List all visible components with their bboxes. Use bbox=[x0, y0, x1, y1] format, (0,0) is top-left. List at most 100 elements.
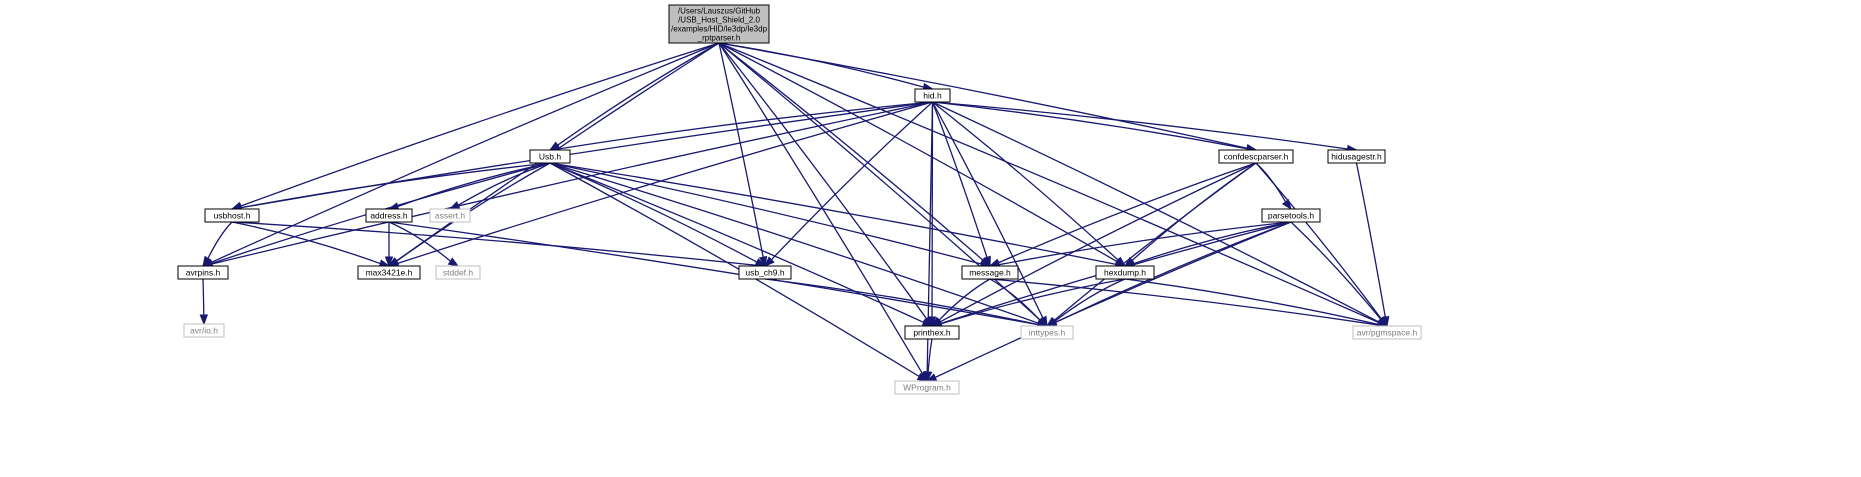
node-label: usbhost.h bbox=[214, 211, 251, 221]
node-label: _rptparser.h bbox=[697, 34, 741, 43]
edge-hid-to-avrpins bbox=[201, 101, 933, 269]
edge-line bbox=[989, 278, 1041, 321]
edge-hid-to-usbhost bbox=[230, 101, 933, 212]
node-confdescparser[interactable]: confdescparser.h bbox=[1218, 149, 1294, 164]
node-usb_ch9[interactable]: usb_ch9.h bbox=[738, 265, 792, 280]
edge-usbhost-to-avrpins bbox=[202, 221, 233, 268]
edge-confdescparser-to-inttypes bbox=[1045, 162, 1257, 327]
edge-root-to-wprogram bbox=[718, 42, 928, 383]
node-box bbox=[904, 325, 960, 340]
node-box bbox=[1020, 325, 1074, 340]
arrowhead-icon bbox=[1281, 198, 1292, 211]
node-hidusagestr[interactable]: hidusagestr.h bbox=[1327, 149, 1386, 164]
node-assert[interactable]: assert.h bbox=[429, 208, 471, 223]
edge-root-to-printhex bbox=[718, 42, 933, 328]
node-label: address.h bbox=[370, 211, 408, 221]
edge-line bbox=[549, 162, 982, 265]
edge-avrpins-to-avrio bbox=[199, 278, 209, 326]
node-hid[interactable]: hid.h bbox=[914, 88, 951, 103]
node-usbhost[interactable]: usbhost.h bbox=[204, 208, 260, 223]
node-label: Usb.h bbox=[539, 152, 561, 162]
edge-line bbox=[457, 162, 551, 206]
node-root[interactable]: /Users/Lauszus/GitHub/USB_Host_Shield_2.… bbox=[668, 4, 770, 44]
edge-hid-to-confdescparser bbox=[932, 101, 1258, 153]
node-label: confdescparser.h bbox=[1224, 152, 1289, 162]
edge-line bbox=[1131, 162, 1257, 261]
edge-root-to-usb_ch9 bbox=[718, 42, 768, 268]
node-max3421e[interactable]: max3421e.h bbox=[357, 265, 421, 280]
node-label: hidusagestr.h bbox=[1331, 152, 1382, 162]
edge-address-to-max3421e bbox=[384, 222, 394, 268]
edge-line bbox=[989, 278, 1379, 326]
edge-confdescparser-to-message bbox=[988, 162, 1257, 267]
node-box bbox=[529, 149, 571, 164]
nodes-layer: /Users/Lauszus/GitHub/USB_Host_Shield_2.… bbox=[177, 4, 1422, 395]
edge-line bbox=[1124, 278, 1379, 326]
edge-hidusagestr-to-avrpgmspace bbox=[1355, 162, 1390, 328]
edge-line bbox=[718, 42, 1041, 321]
edge-line bbox=[549, 162, 1117, 266]
edge-line bbox=[558, 101, 933, 150]
node-hexdump[interactable]: hexdump.h bbox=[1095, 265, 1155, 280]
node-label: avrpins.h bbox=[186, 268, 221, 278]
edge-line bbox=[718, 42, 924, 88]
node-label: parsetools.h bbox=[1268, 211, 1315, 221]
edge-message-to-inttypes bbox=[989, 278, 1049, 327]
node-box bbox=[365, 208, 413, 223]
node-avrpins[interactable]: avrpins.h bbox=[177, 265, 229, 280]
node-label: inttypes.h bbox=[1029, 328, 1066, 338]
node-printhex[interactable]: printhex.h bbox=[904, 325, 960, 340]
edge-usb-to-max3421e bbox=[387, 162, 551, 267]
edge-line bbox=[557, 42, 720, 146]
edge-line bbox=[1255, 162, 1382, 320]
edge-line bbox=[931, 101, 1044, 319]
edge-line bbox=[549, 162, 758, 263]
node-label: hid.h bbox=[923, 91, 942, 101]
arrowhead-icon bbox=[1036, 316, 1049, 327]
edge-line bbox=[1133, 221, 1292, 265]
edge-line bbox=[202, 278, 205, 316]
node-parsetools[interactable]: parsetools.h bbox=[1261, 208, 1321, 223]
node-box bbox=[1327, 149, 1386, 164]
edge-line bbox=[396, 162, 551, 262]
edge-message-to-printhex bbox=[930, 278, 991, 327]
node-address[interactable]: address.h bbox=[365, 208, 413, 223]
node-usb[interactable]: Usb.h bbox=[529, 149, 571, 164]
edge-parsetools-to-inttypes bbox=[1045, 221, 1292, 327]
edge-hid-to-usb_ch9 bbox=[764, 101, 933, 267]
arrowhead-icon bbox=[1045, 317, 1058, 327]
node-label: usb_ch9.h bbox=[745, 268, 784, 278]
node-box bbox=[738, 265, 792, 280]
node-inttypes[interactable]: inttypes.h bbox=[1020, 325, 1074, 340]
node-box bbox=[429, 208, 471, 223]
arrowhead-icon bbox=[448, 201, 461, 210]
edge-line bbox=[388, 221, 451, 262]
edge-line bbox=[240, 42, 720, 207]
node-stddef[interactable]: stddef.h bbox=[435, 265, 481, 280]
node-avrio[interactable]: avr/io.h bbox=[183, 323, 225, 338]
node-box bbox=[961, 265, 1019, 280]
arrowhead-icon bbox=[923, 371, 933, 383]
node-label: stddef.h bbox=[443, 268, 474, 278]
edges-layer bbox=[199, 42, 1390, 383]
node-box bbox=[914, 88, 951, 103]
arrowhead-icon bbox=[387, 257, 400, 267]
arrowhead-icon bbox=[916, 372, 929, 382]
node-avrpgmspace[interactable]: avr/pgmspace.h bbox=[1352, 325, 1422, 340]
edge-line bbox=[231, 221, 757, 266]
edge-line bbox=[718, 42, 1379, 324]
edge-line bbox=[927, 338, 933, 373]
node-message[interactable]: message.h bbox=[961, 265, 1019, 280]
edge-line bbox=[940, 278, 1126, 325]
edge-line bbox=[932, 101, 1119, 261]
node-box bbox=[668, 4, 770, 44]
arrowhead-icon bbox=[758, 255, 768, 268]
edge-root-to-avrpgmspace bbox=[718, 42, 1389, 327]
node-label: max3421e.h bbox=[366, 268, 413, 278]
arrowhead-icon bbox=[927, 316, 937, 328]
edge-line bbox=[1290, 221, 1382, 320]
edge-parsetools-to-avrpgmspace bbox=[1290, 221, 1388, 328]
edge-line bbox=[549, 162, 1039, 324]
node-wprogram[interactable]: WProgram.h bbox=[894, 380, 960, 395]
